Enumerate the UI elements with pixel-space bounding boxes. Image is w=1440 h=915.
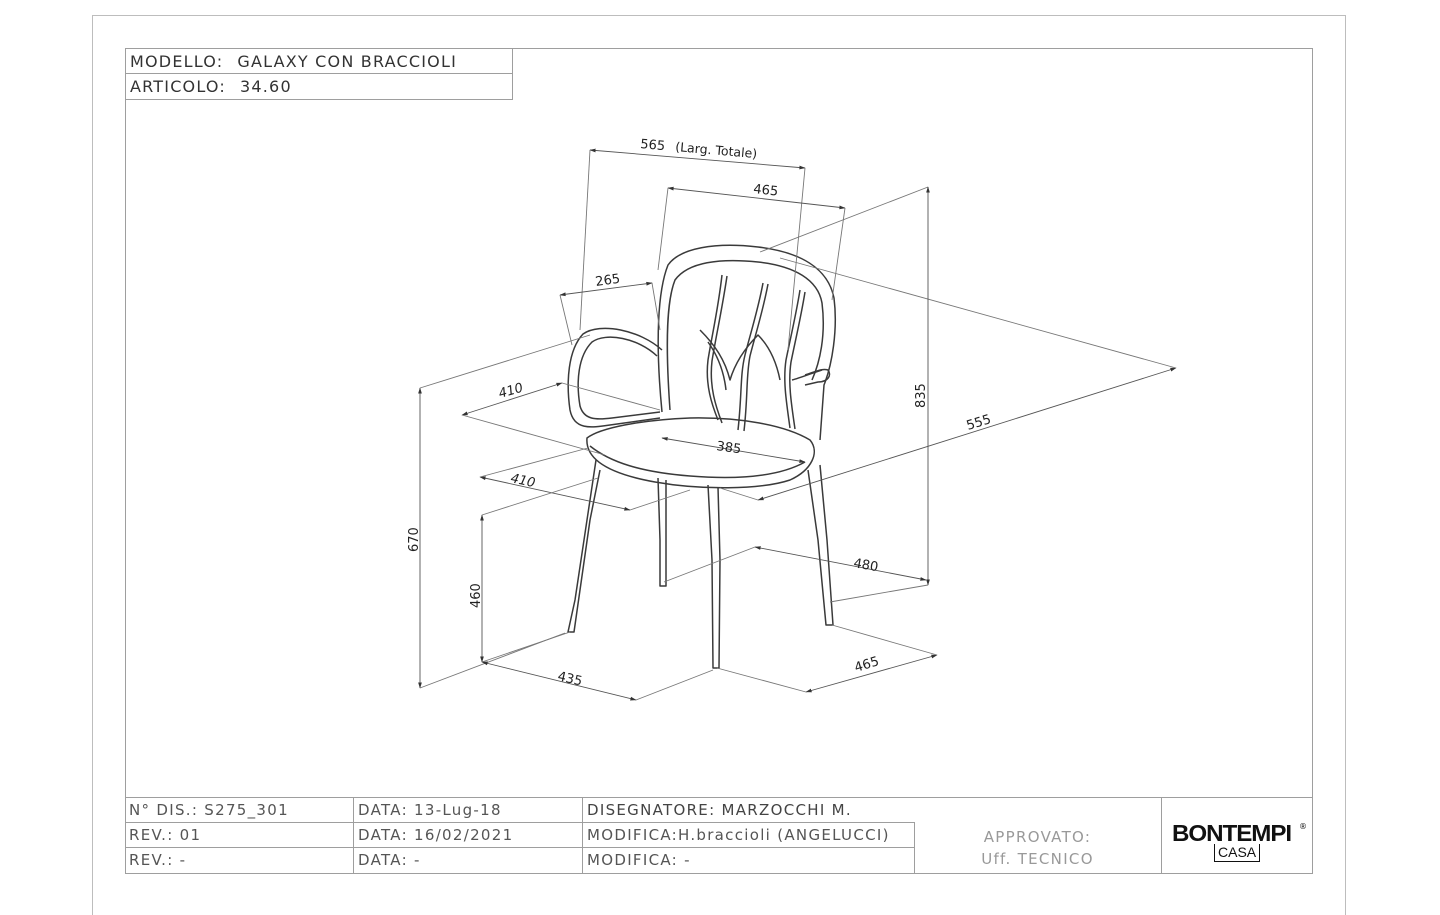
- dim-arm-depth: 265: [594, 272, 621, 290]
- date-revision-1: DATA: 16/02/2021: [358, 826, 514, 844]
- articolo-value: 34.60: [240, 77, 292, 96]
- modello-label: MODELLO:: [130, 52, 224, 71]
- dim-foot-width-right: 465: [853, 654, 881, 676]
- date-revision-2: DATA: -: [358, 851, 421, 869]
- dim-total-depth: 555: [965, 412, 993, 434]
- dim-inner-width: 385: [715, 439, 742, 457]
- revision-2: REV.: -: [129, 851, 187, 869]
- dimension-lines: [418, 148, 1177, 701]
- footer-row-line-1: [125, 822, 915, 823]
- dim-total-width-note: (Larg. Totale): [675, 139, 758, 161]
- date-original: DATA: 13-Lug-18: [358, 801, 502, 819]
- modello-row: MODELLO: GALAXY CON BRACCIOLI: [126, 49, 512, 74]
- footer-col-line-2: [582, 797, 583, 874]
- logo-sub: CASA: [1214, 844, 1261, 862]
- logo-brand: BONTEMPI: [1172, 820, 1292, 846]
- footer-col-line-3: [914, 822, 915, 874]
- designer: DISEGNATORE: MARZOCCHI M.: [587, 801, 852, 819]
- revision-1: REV.: 01: [129, 826, 202, 844]
- approved-label: APPROVATO:: [983, 828, 1092, 846]
- articolo-row: ARTICOLO: 34.60: [126, 74, 512, 99]
- modification-2: MODIFICA: -: [587, 851, 691, 869]
- dim-back-width: 465: [753, 182, 779, 200]
- dim-foot-width-left: 435: [556, 669, 584, 689]
- drawing-number: N° DIS.: S275_301: [129, 801, 289, 819]
- footer-row-line-2: [125, 847, 915, 848]
- dim-total-width: 565: [640, 137, 666, 154]
- articolo-label: ARTICOLO:: [130, 77, 227, 96]
- dim-seat-height: 460: [469, 583, 484, 608]
- modello-value: GALAXY CON BRACCIOLI: [237, 52, 457, 71]
- chair-outline: [567, 244, 837, 669]
- dim-seat-width-front: 410: [509, 471, 536, 491]
- footer-col-line-1: [353, 797, 354, 874]
- drawing-frame: [125, 48, 1313, 874]
- logo-registered: ®: [1299, 822, 1307, 831]
- dim-arm-height: 670: [407, 527, 422, 552]
- modification-1: MODIFICA:H.braccioli (ANGELUCCI): [587, 826, 890, 844]
- dim-total-height: 835: [914, 383, 929, 408]
- footer-top-line: [125, 797, 1313, 798]
- drawing-sheet: [92, 15, 1346, 915]
- footer-col-line-4: [1161, 797, 1162, 874]
- bontempi-logo: BONTEMPI ® CASA: [1168, 820, 1308, 865]
- dim-seat-width-top: 410: [497, 381, 525, 402]
- title-block: MODELLO: GALAXY CON BRACCIOLI ARTICOLO: 34…: [125, 48, 513, 100]
- dim-foot-depth: 480: [852, 556, 879, 575]
- approved-office: Uff. TECNICO: [981, 850, 1094, 868]
- approval-block: APPROVATO: Uff. TECNICO: [914, 826, 1161, 870]
